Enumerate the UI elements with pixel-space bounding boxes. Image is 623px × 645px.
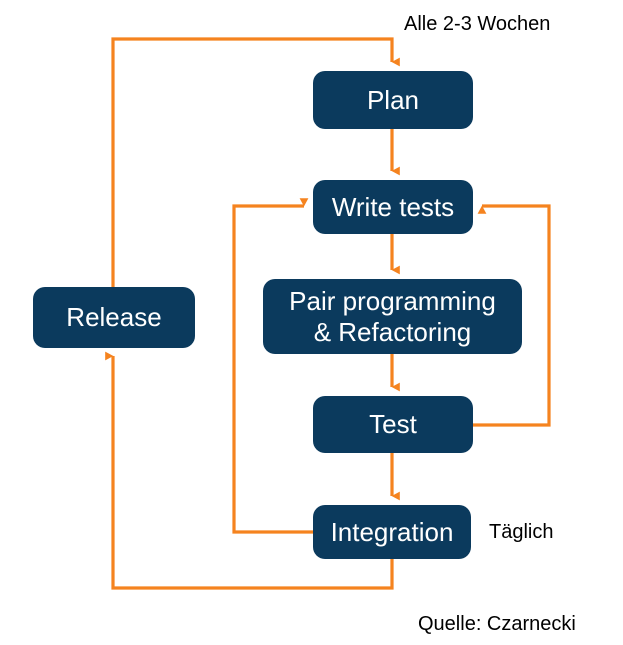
- label-outer-cadence: Alle 2-3 Wochen: [404, 13, 551, 35]
- node-pair-programming-label: Pair programming & Refactoring: [289, 286, 496, 347]
- node-pair-programming[interactable]: Pair programming & Refactoring: [263, 279, 522, 354]
- node-pair-programming-line1: Pair programming: [289, 285, 496, 316]
- node-plan[interactable]: Plan: [313, 71, 473, 129]
- node-write-tests[interactable]: Write tests: [313, 180, 473, 234]
- node-plan-label: Plan: [366, 84, 420, 115]
- node-test[interactable]: Test: [313, 396, 473, 453]
- node-integration[interactable]: Integration: [313, 505, 471, 559]
- label-source-attribution: Quelle: Czarnecki: [418, 613, 576, 635]
- node-test-label: Test: [369, 409, 417, 440]
- flow-integration-to-release: [105, 351, 394, 590]
- node-write-tests-label: Write tests: [331, 191, 455, 222]
- node-integration-label: Integration: [330, 516, 454, 547]
- flow-integration-to-write-tests: [232, 198, 313, 534]
- node-release[interactable]: Release: [33, 287, 195, 348]
- flow-test-to-write-tests: [473, 204, 551, 427]
- flow-release-to-plan: [111, 37, 400, 287]
- node-pair-programming-line2: & Refactoring: [313, 316, 472, 347]
- label-inner-cadence: Täglich: [489, 521, 554, 543]
- node-release-label: Release: [66, 302, 162, 333]
